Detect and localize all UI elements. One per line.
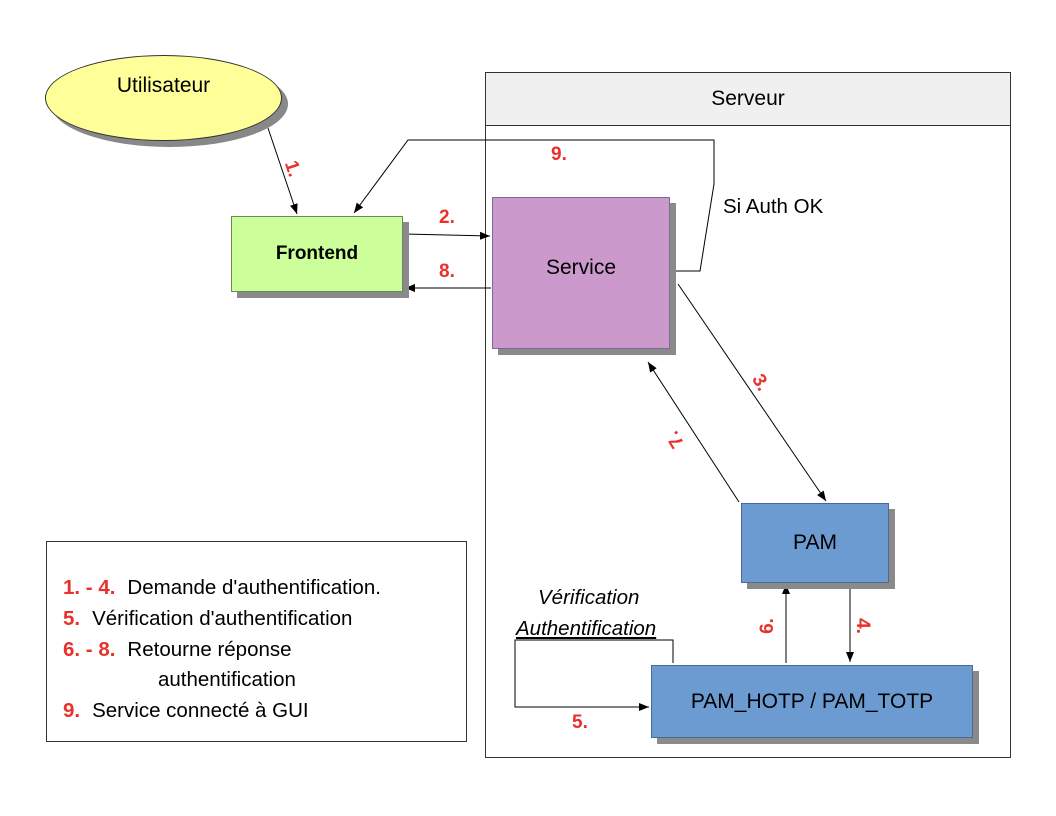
step-5-label: 5. [572,712,588,733]
frontend-label: Frontend [275,243,359,264]
legend-item: 5. Vérification d'authentification [63,607,352,631]
server-label: Serveur [711,87,785,110]
pam-node: PAM [741,503,889,583]
step-9-label: 9. [551,144,567,165]
legend-text: Vérification d'authentification [92,607,353,630]
pam-label: PAM [793,531,837,554]
legend: 1. - 4. Demande d'authentification. 5. Vér… [46,541,467,742]
server-title: Serveur [485,72,1011,126]
legend-num: 5. [63,607,81,630]
service-label: Service [545,256,617,279]
hotp-node: PAM_HOTP / PAM_TOTP [651,665,973,738]
arrow-step-1 [267,127,298,215]
legend-text: Service connecté à GUI [92,699,309,722]
arrow-step-9 [353,139,715,272]
frontend-node: Frontend [231,216,403,292]
legend-num: 6. - 8. [63,638,116,661]
legend-text: authentification [158,668,296,691]
user-label: Utilisateur [116,74,211,97]
service-node: Service [492,197,670,349]
auth-ok-label: Si Auth OK [723,195,824,218]
legend-item: 1. - 4. Demande d'authentification. [63,576,381,600]
arrow-step-3 [677,283,827,502]
hotp-label: PAM_HOTP / PAM_TOTP [690,689,934,713]
arrow-step-7 [647,361,740,503]
verification-label-line2: Authentification [516,617,657,640]
legend-num: 9. [63,699,81,722]
legend-text: Retourne réponse [127,638,292,661]
legend-text: Demande d'authentification. [127,576,381,599]
legend-item: authentification [158,668,296,692]
step-2-label: 2. [439,207,455,228]
arrow-step-5 [514,639,674,711]
user-node: Utilisateur [45,55,282,141]
legend-item: 9. Service connecté à GUI [63,699,309,723]
legend-item: 6. - 8. Retourne réponse [63,638,292,662]
step-4-label: 4. [851,618,873,634]
step-8-label: 8. [439,261,455,282]
legend-num: 1. - 4. [63,576,116,599]
verification-label-line1: Vérification [538,586,640,609]
step-6-label: 6. [756,618,778,634]
arrow-step-2 [403,231,491,240]
